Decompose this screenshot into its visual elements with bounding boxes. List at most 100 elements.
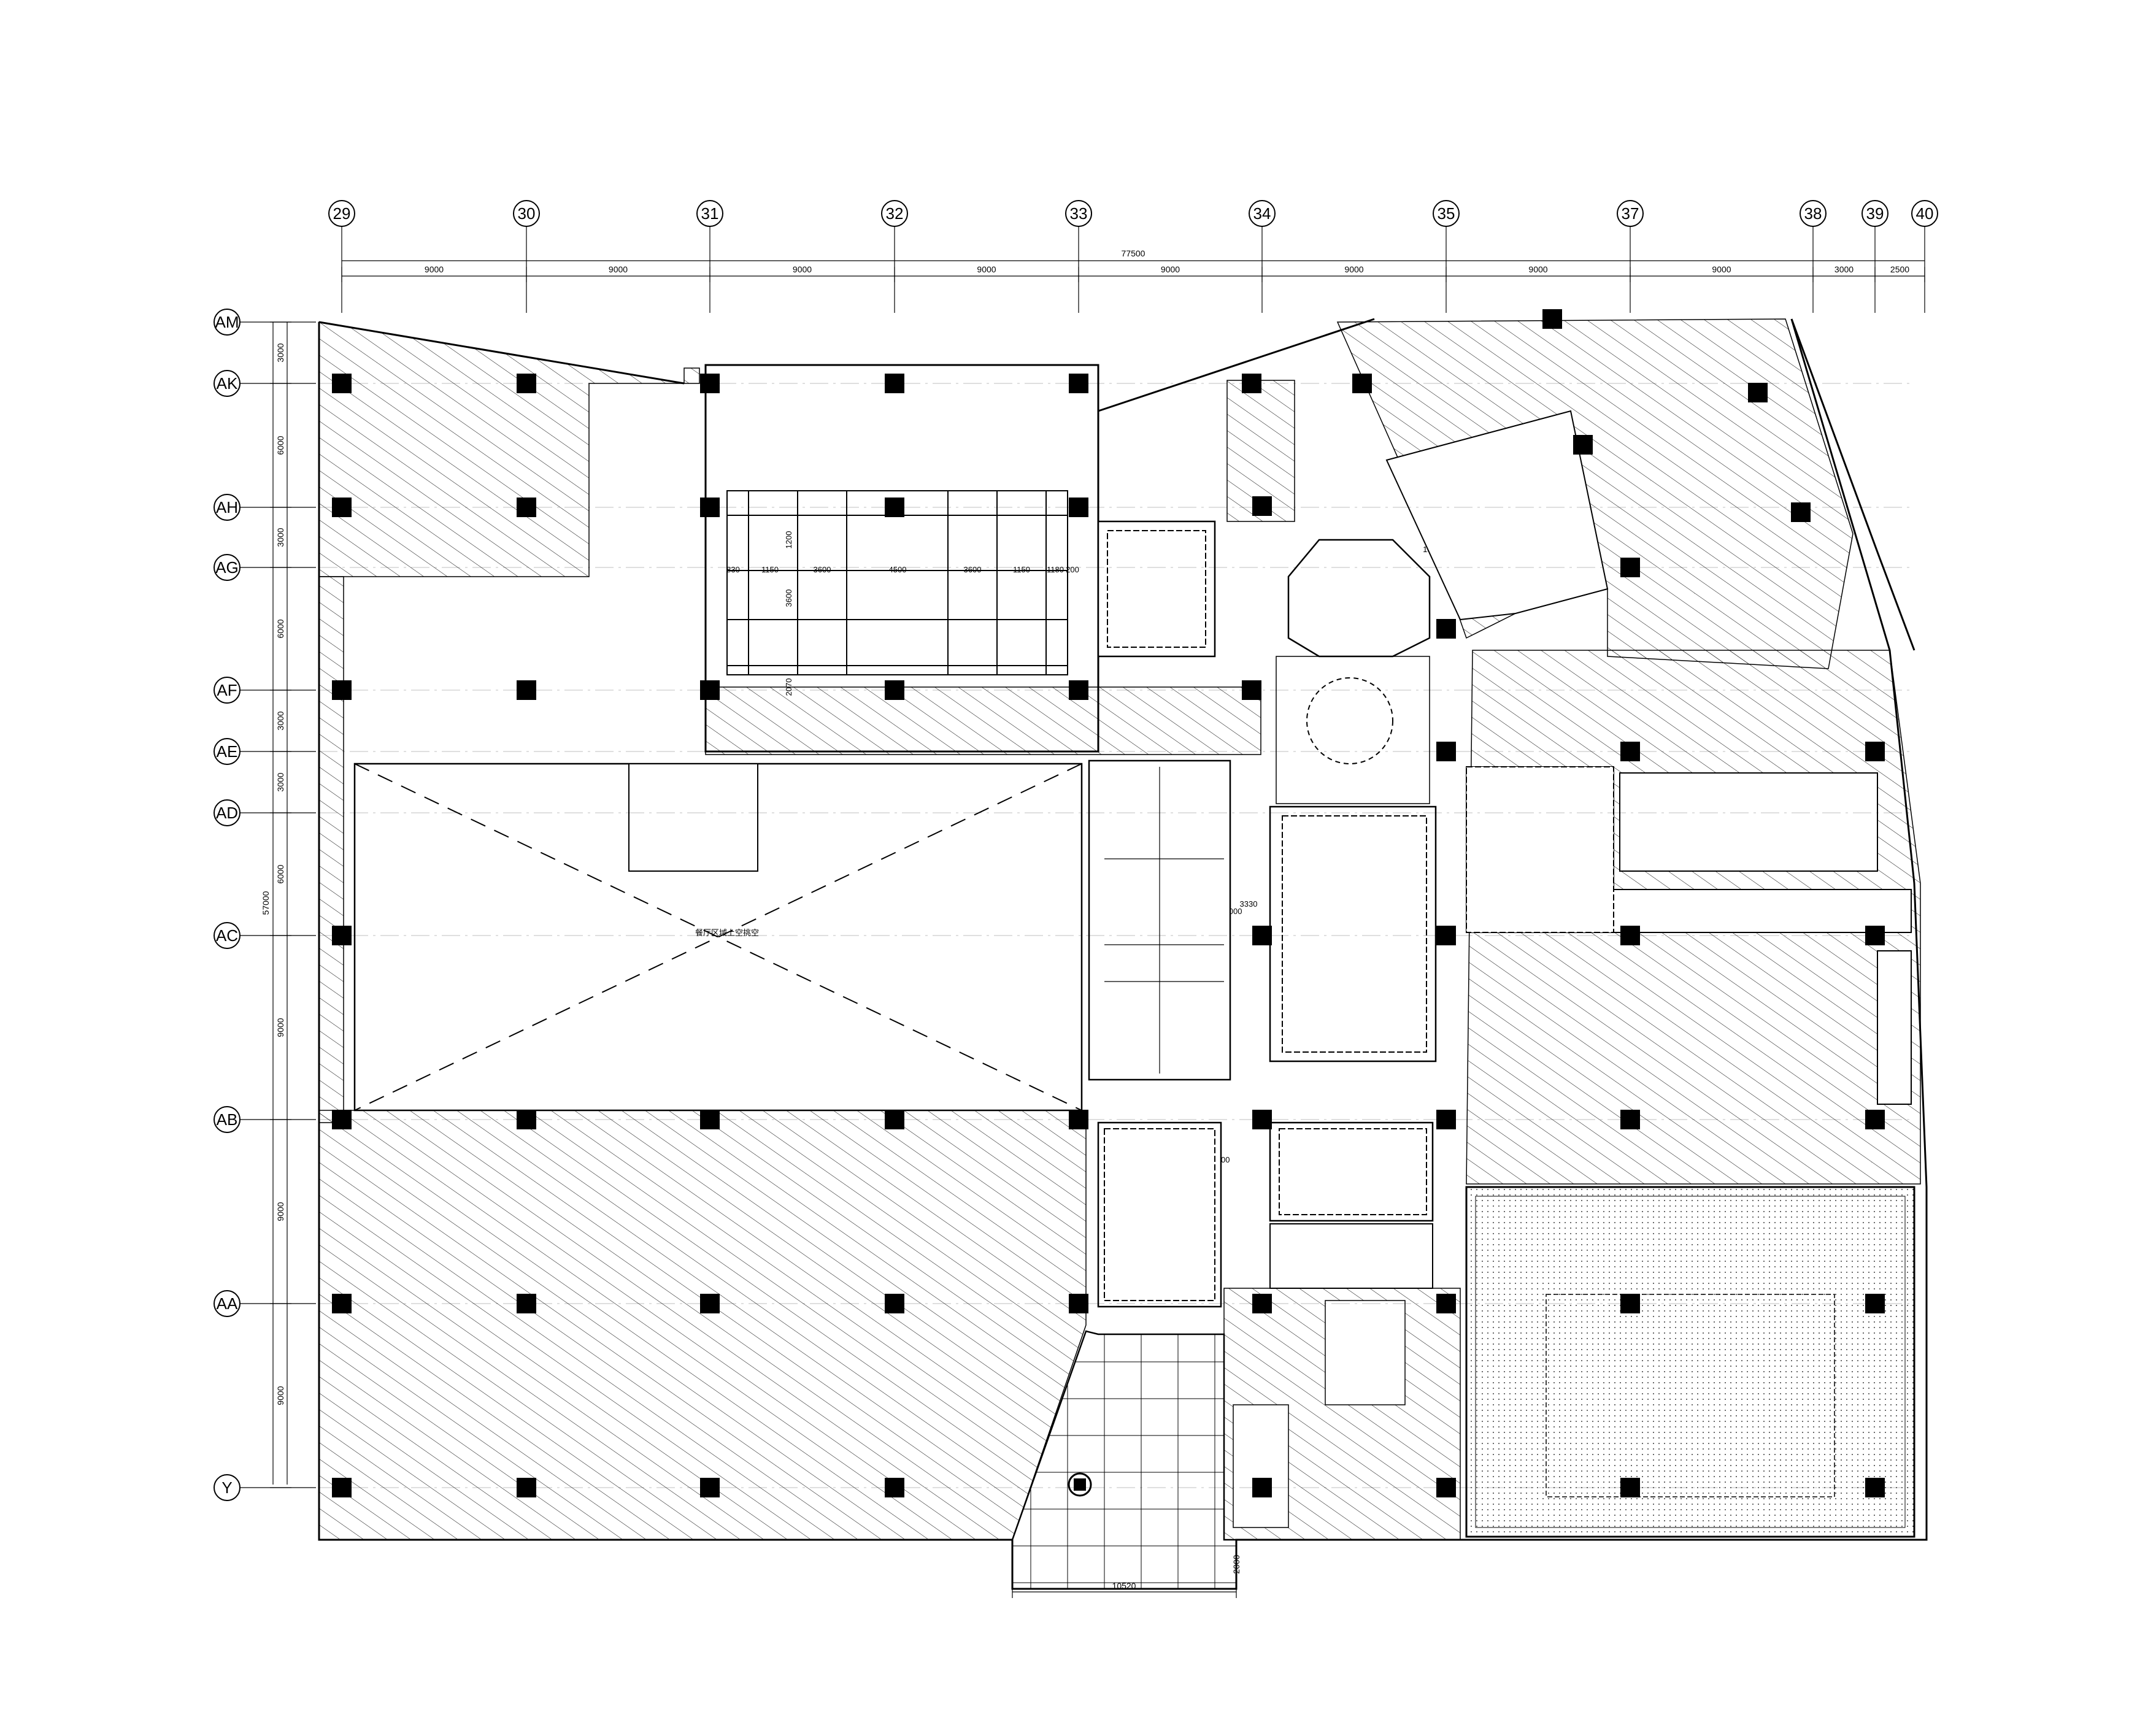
structural-column [1352,374,1372,393]
structural-column [517,498,536,517]
structural-column [1865,1478,1885,1497]
axis-bubble-AA: AA [214,1290,316,1317]
structural-column [332,1110,352,1129]
top-bay-dim: 9000 [1712,264,1731,274]
structural-column [517,1294,536,1313]
axis-label-AM: AM [215,313,239,331]
axis-label-AG: AG [215,558,239,577]
octagon-room [1287,539,1431,658]
hatched-zone-lower-left [318,1110,1087,1540]
hall-width-dim: 4500 [889,565,907,574]
structural-column [1069,1110,1088,1129]
axis-bubble-39: 39 [1861,200,1888,313]
top-bay-dim: 9000 [793,264,812,274]
structural-column [1242,374,1261,393]
structural-column [1436,742,1456,761]
axis-bubble-34: 34 [1249,200,1276,313]
hall-width-dim: 3600 [814,565,831,574]
structural-column [517,374,536,393]
round-lobby-ceiling [1306,677,1393,764]
axis-bubble-AB: AB [214,1106,316,1133]
structural-column [1620,926,1640,945]
structural-column [1620,1294,1640,1313]
axis-label-29: 29 [333,204,351,223]
axis-bubble-Y: Y [214,1474,316,1501]
axis-bubble-AF: AF [214,677,316,704]
left-bay-dim: 9000 [275,1202,285,1221]
structural-column [700,498,720,517]
axis-label-AA: AA [217,1294,238,1313]
hall-width-dim: 1180 [1047,565,1064,574]
left-bay-dim: 3000 [275,343,285,362]
structural-column [1620,1478,1640,1497]
hall-height-dim: 2070 [784,678,793,696]
bottom-dimension-text: 10520 [1112,1581,1136,1591]
structural-column [1242,680,1261,700]
structural-columns [332,309,1885,1497]
top-bay-dim: 9000 [1528,264,1547,274]
structural-column [332,1478,352,1497]
structural-column [332,1294,352,1313]
axis-bubble-AC: AC [214,922,316,949]
structural-column [885,498,904,517]
axis-bubble-40: 40 [1911,200,1938,313]
structural-column [1069,1294,1088,1313]
facade-upper-left [318,321,685,385]
top-bay-dim: 3000 [1835,264,1854,274]
structural-column [885,1294,904,1313]
axis-bubble-AK: AK [214,370,316,397]
axis-label-AD: AD [216,804,238,822]
structural-column [885,1478,904,1497]
grid-lines [319,383,1914,1488]
axis-bubble-AM: AM [214,309,316,336]
structural-column [1252,926,1272,945]
hall-height-dim: 1200 [784,531,793,549]
structural-column [1252,1478,1272,1497]
axis-bubble-38: 38 [1800,200,1827,313]
structural-column [332,926,352,945]
structural-column [1436,926,1456,945]
top-bay-dim: 9000 [1344,264,1363,274]
structural-column [1252,1294,1272,1313]
structural-column [1620,558,1640,577]
axis-label-AF: AF [217,681,237,699]
hall-width-dim: 830 [726,565,740,574]
top-bay-dim: 2500 [1890,264,1909,274]
left-bay-dim: 9000 [275,1018,285,1037]
structural-column [700,374,720,393]
axis-label-30: 30 [518,204,536,223]
structural-column [517,1478,536,1497]
structural-column [1252,1110,1272,1129]
structural-column [1620,742,1640,761]
axis-bubble-33: 33 [1065,200,1092,313]
structural-column [332,498,352,517]
structural-column [332,680,352,700]
void-label: 餐厅区域上空挑空 [695,928,759,937]
axis-label-39: 39 [1866,204,1884,223]
structural-column [1865,926,1885,945]
structural-column [1865,742,1885,761]
structural-column [700,1478,720,1497]
hall-height-dim: 3600 [784,590,793,607]
left-bay-dim: 6000 [275,864,285,883]
function-room-lower-right [1465,1186,1915,1538]
hall-width-dim: 200 [1066,565,1079,574]
structural-column [1252,496,1272,516]
axis-bubble-AG: AG [214,554,316,581]
axis-label-37: 37 [1622,204,1639,223]
structural-column [1791,502,1811,522]
axis-bubble-AH: AH [214,494,316,521]
axis-label-40: 40 [1916,204,1934,223]
overall-dimension-top: 77500 [1122,248,1145,258]
structural-column [1542,309,1562,329]
structural-column [1748,383,1768,402]
left-bay-dim: 3000 [275,711,285,730]
left-bay-dim: 3000 [275,528,285,547]
structural-column [1069,680,1088,700]
